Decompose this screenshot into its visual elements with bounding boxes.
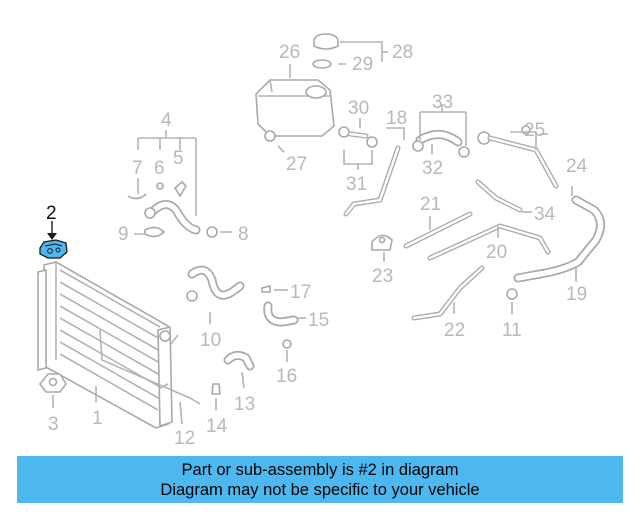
- part-number-34: 34: [534, 204, 556, 225]
- part-number-17: 17: [290, 282, 311, 303]
- part-number-25: 25: [524, 120, 545, 141]
- radiator-drawing: [37, 261, 201, 429]
- part-number-3: 3: [48, 414, 59, 435]
- part-number-30: 30: [348, 98, 369, 119]
- part-number-12: 12: [174, 428, 195, 449]
- part-number-10: 10: [200, 330, 221, 351]
- part-number-22: 22: [444, 320, 465, 341]
- part-number-29: 29: [352, 54, 373, 75]
- bracket-group-4: [127, 130, 232, 238]
- part-number-20: 20: [486, 242, 507, 263]
- part-number-15: 15: [308, 310, 329, 331]
- part-number-21: 21: [420, 194, 441, 215]
- part-number-5: 5: [173, 148, 184, 169]
- part-number-11: 11: [502, 320, 522, 341]
- part-number-13: 13: [234, 394, 255, 415]
- part-number-28: 28: [392, 42, 413, 63]
- part-number-31: 31: [346, 174, 367, 195]
- part-number-24: 24: [566, 156, 588, 177]
- part-number-27: 27: [286, 154, 307, 175]
- part-number-8: 8: [238, 224, 249, 245]
- part-number-6: 6: [154, 158, 165, 179]
- part-number-2[interactable]: 2: [46, 203, 57, 224]
- pipes-right: [475, 125, 605, 283]
- banner-line-disclaimer: Diagram may not be specific to your vehi…: [160, 480, 480, 499]
- part-number-23: 23: [372, 266, 393, 287]
- banner-line-part: Part or sub-assembly is #2 in diagram: [181, 460, 459, 479]
- part-number-18: 18: [386, 108, 407, 129]
- part-number-32: 32: [422, 158, 443, 179]
- info-banner: Part or sub-assembly is #2 in diagram Di…: [17, 456, 623, 503]
- part-number-7: 7: [132, 158, 143, 179]
- part-number-14: 14: [206, 416, 228, 437]
- leader-part-12: [179, 401, 183, 425]
- part-number-33: 33: [432, 92, 453, 113]
- part-number-19: 19: [566, 284, 587, 305]
- parts-diagram: 1 2 3 4 5 6 7 8 9 10 11 12 13 14 15 16 1…: [37, 33, 605, 449]
- pipes-lower-right: [371, 211, 551, 321]
- part-number-4: 4: [161, 110, 172, 131]
- part-number-9: 9: [118, 224, 129, 245]
- mount-bracket-part-2[interactable]: [39, 221, 68, 259]
- pipes-center-top: [338, 104, 470, 217]
- part-number-26: 26: [279, 42, 300, 63]
- coolant-reservoir: [255, 33, 388, 153]
- hoses-center: [186, 265, 306, 410]
- lower-mount-part-3: [38, 373, 67, 408]
- part-number-16: 16: [276, 366, 297, 387]
- part-number-1: 1: [92, 408, 103, 429]
